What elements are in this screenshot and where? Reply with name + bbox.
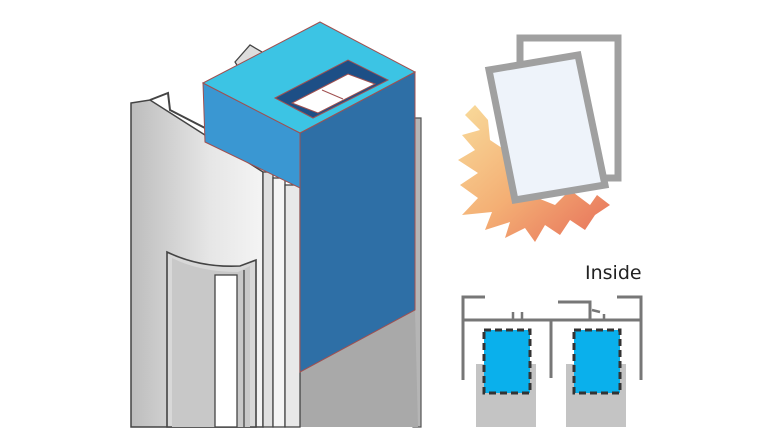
blue-block-right	[572, 328, 622, 395]
frame-left-wall	[461, 295, 485, 380]
clip-right	[591, 308, 606, 320]
front-frame-icon	[484, 50, 610, 205]
frame-right-wall	[617, 295, 643, 380]
opening-divider	[321, 89, 344, 100]
panel-strip-2	[272, 177, 286, 428]
blue-block-left	[482, 328, 532, 395]
inside-label: Inside	[585, 262, 642, 284]
channel-inner-face	[172, 258, 250, 427]
panel-strip-3	[284, 184, 301, 428]
section-diagram	[461, 295, 643, 427]
channel-gap	[214, 274, 238, 428]
gray-post-base	[300, 310, 418, 427]
blue-box-top-face	[201, 21, 417, 134]
frame-middle-top	[558, 300, 592, 320]
opening-window	[290, 73, 377, 114]
panel-flange	[149, 91, 206, 129]
impact-icon	[458, 34, 622, 242]
panel-strip-1	[262, 171, 274, 428]
starburst-icon	[458, 105, 610, 242]
clip-left	[511, 312, 524, 320]
column-assembly	[130, 21, 422, 428]
